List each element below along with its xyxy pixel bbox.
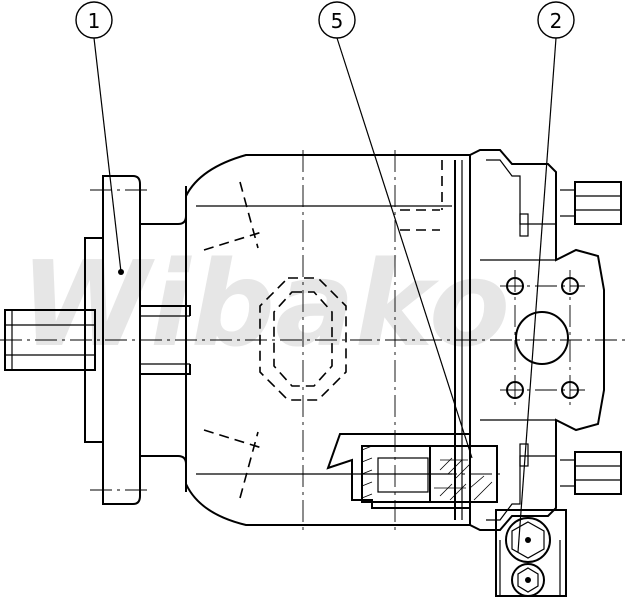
inlet-port-outline <box>259 277 347 401</box>
callout-2: 2 <box>537 1 575 39</box>
control-piston-section <box>326 433 505 509</box>
pressure-control-valve <box>495 509 567 597</box>
leader-line-1 <box>93 37 122 273</box>
callout-1: 1 <box>75 1 113 39</box>
top-port-fitting <box>519 181 622 237</box>
callout-2-label: 2 <box>550 9 563 33</box>
bottom-port-fitting <box>519 443 622 495</box>
leader-line-5 <box>336 37 473 459</box>
callout-5-label: 5 <box>331 9 344 33</box>
leader-line-2 <box>517 37 557 553</box>
drive-shaft <box>4 309 96 371</box>
leader-lines <box>93 37 557 553</box>
callout-5: 5 <box>318 1 356 39</box>
watermark-text: Wibako <box>20 235 510 373</box>
callout-1-label: 1 <box>88 9 101 33</box>
port-plate <box>469 149 605 531</box>
pressure-port <box>515 311 569 365</box>
